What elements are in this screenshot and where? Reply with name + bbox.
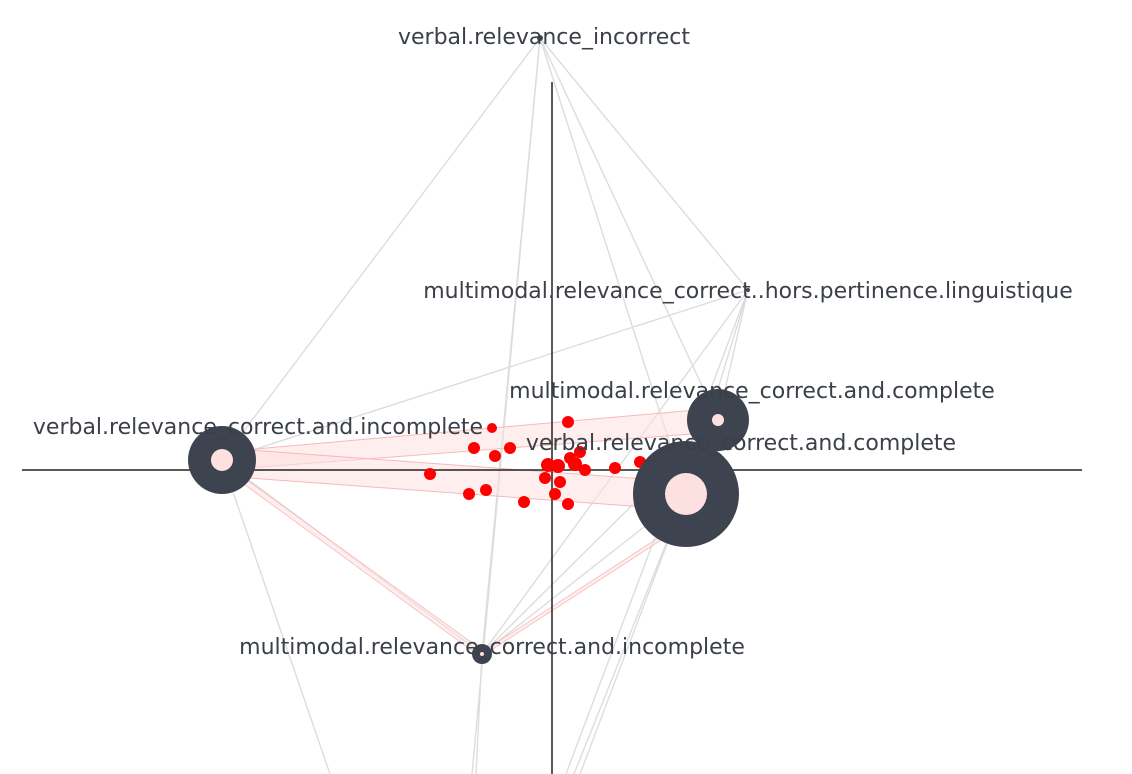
node-verbal-incorrect [537,35,543,41]
data-point [424,468,436,480]
data-point [609,462,621,474]
data-point [568,457,582,471]
data-point [504,442,516,454]
data-point [551,459,565,473]
label-multimodal-complete: multimodal.relevance_correct.and.complet… [509,379,995,404]
data-point [518,496,530,508]
node-labels: verbal.relevance_incorrect multimodal.re… [33,25,1073,660]
label-verbal-complete: verbal.relevance_correct.and.complete [526,431,956,456]
highlight-edges [221,407,719,659]
data-point [539,472,551,484]
data-point [487,423,497,433]
data-point [574,446,586,458]
data-point [468,442,480,454]
data-point [562,498,574,510]
data-point [480,484,492,496]
label-verbal-incorrect: verbal.relevance_incorrect [398,25,690,50]
edge-lines [221,37,749,774]
data-point [554,476,566,488]
data-point [549,488,561,500]
label-multimodal-incomplete: multimodal.relevance_correct.and.incompl… [239,635,745,660]
node-multimodal-incomplete [472,644,492,664]
label-multimodal-hors: multimodal.relevance_correct..hors.perti… [423,279,1073,304]
data-point [463,488,475,500]
data-points [424,416,646,510]
node-multimodal-hors [746,288,750,292]
data-point [579,464,591,476]
node-verbal-incomplete [188,426,256,494]
data-point [562,416,574,428]
label-verbal-incomplete: verbal.relevance_correct.and.incomplete [33,415,483,440]
data-point [489,450,501,462]
node-verbal-complete [633,441,739,547]
node-multimodal-complete [687,389,749,451]
